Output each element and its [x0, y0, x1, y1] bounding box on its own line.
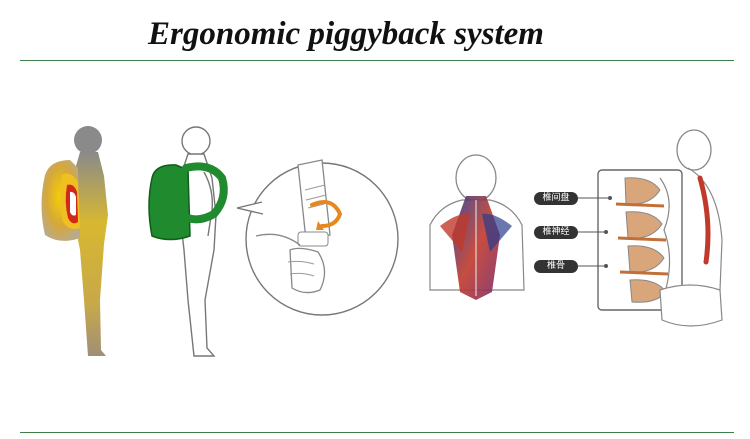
- page-title: Ergonomic piggyback system: [148, 16, 544, 52]
- back-muscle-icon: [429, 154, 525, 300]
- spine-label-nerve: 椎神经: [534, 226, 578, 239]
- strap-adjust-icon: [236, 159, 399, 316]
- title-divider: [20, 60, 734, 61]
- green-backpack-icon: [148, 162, 228, 241]
- spine-cross-section-icon: [597, 129, 723, 327]
- footer-divider: [20, 432, 734, 433]
- spine-label-disc: 椎间盘: [534, 192, 578, 205]
- spine-label-vertebra: 椎骨: [534, 260, 578, 273]
- heated-figure-icon: [41, 126, 108, 356]
